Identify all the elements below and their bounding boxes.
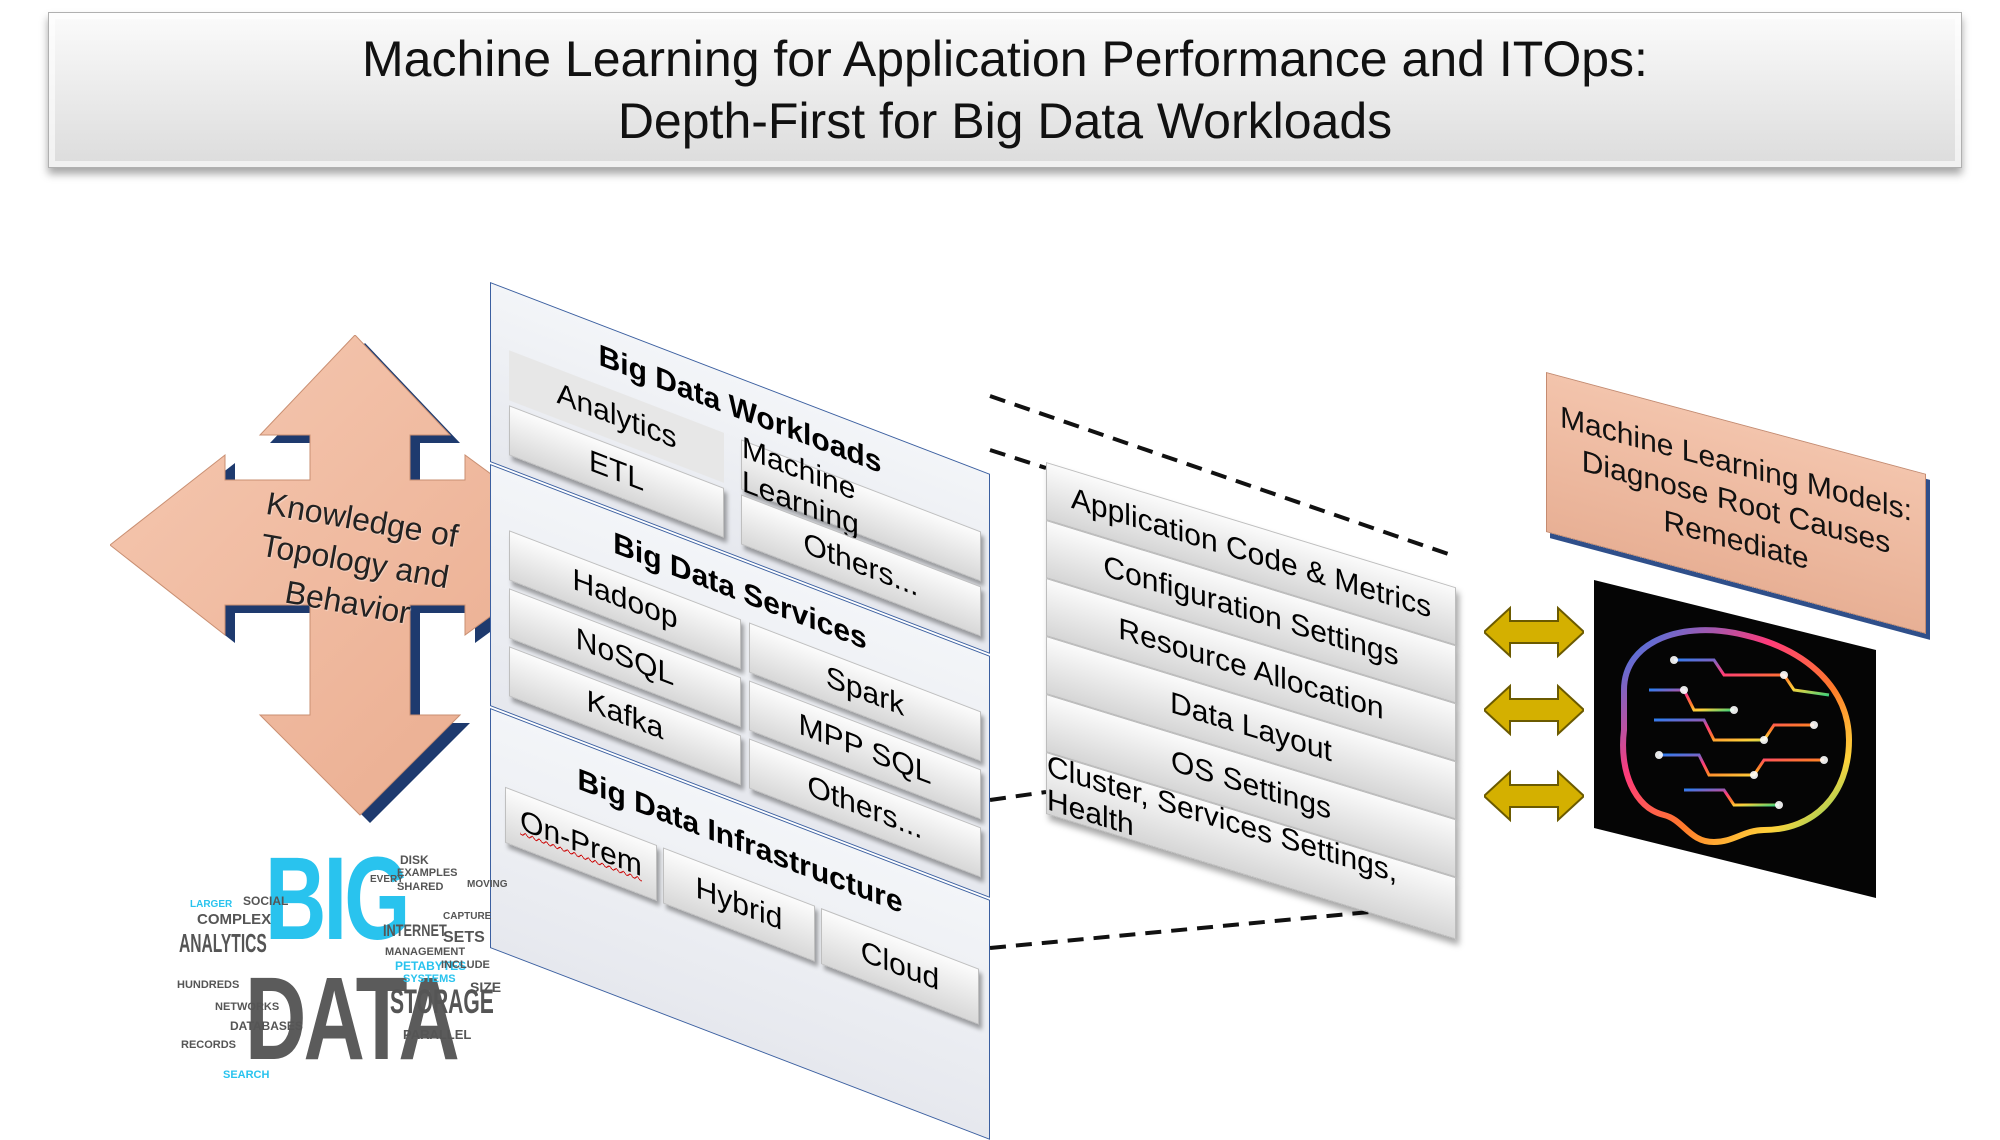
wordcloud-word: SEARCH bbox=[223, 1069, 270, 1081]
wordcloud-word: EXAMPLES bbox=[397, 867, 458, 879]
big-data-wordcloud: BIG DATA ANALYTICS COMPLEX STORAGE INTER… bbox=[175, 830, 508, 1090]
wordcloud-word: COMPLEX bbox=[197, 911, 272, 928]
wordcloud-word: SYSTEMS bbox=[403, 973, 456, 985]
wordcloud-word: MOVING bbox=[467, 879, 508, 890]
four-way-arrow-icon bbox=[110, 335, 598, 823]
double-arrow-icon bbox=[1484, 605, 1584, 659]
wordcloud-word: DISK bbox=[400, 853, 429, 867]
title-banner: Machine Learning for Application Perform… bbox=[48, 12, 1962, 168]
wordcloud-word: DATABASES bbox=[230, 1019, 303, 1033]
circuit-brain-image bbox=[1594, 580, 1876, 898]
double-arrow-icon bbox=[1484, 683, 1584, 737]
wordcloud-word: RECORDS bbox=[181, 1039, 237, 1051]
wordcloud-word: PARALLEL bbox=[403, 1027, 472, 1042]
wordcloud-word: INCLUDE bbox=[441, 959, 490, 971]
wordcloud-word: STORAGE bbox=[390, 983, 494, 1021]
wordcloud-word: NETWORKS bbox=[215, 1001, 280, 1013]
title-line-1: Machine Learning for Application Perform… bbox=[362, 31, 1648, 87]
wordcloud-word: INTERNET bbox=[383, 921, 447, 940]
wordcloud-word: EVERY bbox=[370, 874, 404, 885]
wordcloud-word: MANAGEMENT bbox=[385, 946, 466, 958]
wordcloud-word: PETABYTES bbox=[395, 959, 467, 973]
wordcloud-word: SIZE bbox=[470, 979, 502, 995]
wordcloud-data: DATA bbox=[245, 953, 460, 1085]
wordcloud-word: SETS bbox=[443, 929, 485, 946]
wordcloud-word: SHARED bbox=[397, 881, 444, 893]
wordcloud-word: LARGER bbox=[190, 899, 233, 910]
wordcloud-word: SOCIAL bbox=[243, 894, 289, 908]
wordcloud-word: HUNDREDS bbox=[177, 979, 240, 991]
wordcloud-word: CAPTURE bbox=[443, 911, 492, 922]
wordcloud-word: ANALYTICS bbox=[179, 928, 267, 958]
title-line-2: Depth-First for Big Data Workloads bbox=[617, 93, 1393, 149]
wordcloud-big: BIG bbox=[265, 833, 410, 965]
double-arrow-icon bbox=[1484, 769, 1584, 823]
